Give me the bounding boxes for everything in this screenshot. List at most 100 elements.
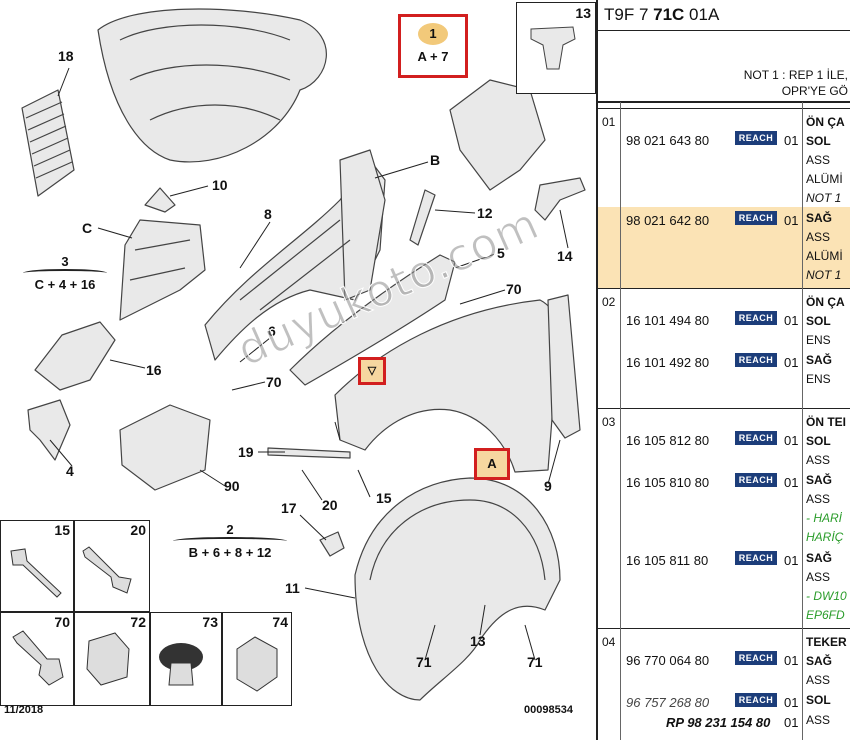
part-8-arm — [204, 159, 386, 361]
desc-line: ALÜMİ — [806, 249, 843, 263]
callout-a: A — [474, 448, 510, 480]
clip-icon — [530, 26, 576, 70]
nut-icon — [86, 632, 130, 686]
quantity: 01 — [784, 133, 799, 148]
hardware-grid: 15 20 70 72 73 74 — [0, 520, 292, 706]
callout-number: 1 — [418, 23, 448, 45]
part-label: 12 — [477, 205, 493, 221]
part-label: 71 — [527, 654, 543, 670]
hardware-15: 15 — [0, 520, 74, 612]
part-18-grille — [21, 89, 75, 197]
section-04: 04 96 770 064 80 REACH 01 TEKER SAĞ ASS … — [598, 628, 850, 740]
part-label: 13 — [470, 633, 486, 649]
desc-line: ENS — [806, 333, 831, 347]
brace — [23, 269, 107, 277]
hardware-74: 74 — [222, 612, 292, 706]
desc-line: ASS — [806, 570, 831, 584]
quantity: 01 — [784, 715, 799, 730]
group-formula: C + 4 + 16 — [34, 277, 96, 292]
part-12 — [409, 189, 436, 246]
reach-badge: REACH — [735, 311, 777, 325]
part-10 — [144, 187, 176, 213]
rivet-icon — [10, 548, 62, 598]
part-label: 16 — [146, 362, 162, 378]
hardware-number: 72 — [130, 614, 146, 630]
part-label: 15 — [376, 490, 392, 506]
desc-line: ASS — [806, 153, 831, 167]
quantity: 01 — [784, 355, 799, 370]
quantity: 01 — [784, 695, 799, 710]
part-inner-arch-top — [97, 8, 327, 163]
reach-badge: REACH — [735, 211, 777, 225]
section-03: 03 16 105 812 80 REACH 01 ÖN TEI SOL ASS… — [598, 408, 850, 629]
part-upper-bracket — [449, 79, 546, 191]
parts-diagram: 18 10 C 8 B 12 14 5 70 6 70 16 4 90 19 2… — [0, 2, 596, 716]
desc-line: - HARİ — [806, 511, 842, 525]
part-label: 70 — [506, 281, 522, 297]
group-3: 3 C + 4 + 16 — [20, 254, 110, 292]
clip-nut-icon — [236, 636, 278, 692]
part-14 — [534, 177, 586, 221]
description: SAĞ ENS — [806, 351, 832, 389]
quantity: 01 — [784, 653, 799, 668]
part-label: 90 — [224, 478, 240, 494]
hardware-number: 74 — [272, 614, 288, 630]
part-label: B — [430, 152, 441, 168]
part-number: 16 101 494 80 — [626, 313, 710, 328]
part-label: 10 — [212, 177, 228, 193]
part-4 — [27, 399, 71, 461]
washer-nut-icon — [159, 643, 203, 686]
desc-line: ASS — [806, 673, 831, 687]
part-label: 19 — [238, 444, 254, 460]
desc-line: SOL — [806, 434, 831, 448]
description: ÖN TEI SOL ASS — [806, 413, 846, 470]
part-number: 96 757 268 80 — [626, 695, 710, 710]
group-number: 3 — [61, 254, 69, 269]
part-label: 71 — [416, 654, 432, 670]
section-number: 04 — [602, 635, 616, 649]
description: SOL — [806, 691, 831, 710]
desc-title: ÖN ÇA — [806, 295, 845, 309]
part-number: 16 101 492 80 — [626, 355, 710, 370]
section-01: 01 98 021 643 80 REACH 01 ÖN ÇA SOL ASS … — [598, 108, 850, 289]
description: SAĞ ASS ALÜMİ NOT 1 — [806, 209, 843, 285]
desc-line: NOT 1 — [806, 191, 842, 205]
callout-1: 1 A + 7 — [398, 14, 468, 78]
part-number: 98 021 643 80 — [626, 133, 710, 148]
description: ASS — [806, 711, 830, 730]
part-9-trim — [547, 294, 581, 439]
column-divider — [620, 102, 621, 740]
note-area: NOT 1 : REP 1 İLE, OPR'YE GÖ — [598, 31, 850, 103]
part-label: 5 — [497, 245, 505, 261]
part-label: 20 — [322, 497, 338, 513]
group-number: 2 — [226, 522, 234, 537]
part-number: 96 770 064 80 — [626, 653, 710, 668]
desc-title: ÖN TEI — [806, 415, 847, 429]
desc-title: TEKER — [806, 635, 847, 649]
section-number: 01 — [602, 115, 616, 129]
hardware-72: 72 — [74, 612, 150, 706]
part-label: 9 — [544, 478, 552, 494]
part-label: 17 — [281, 500, 297, 516]
description: SAĞ ASS - DW10 EP6FD — [806, 549, 847, 625]
note-line-1: NOT 1 : REP 1 İLE, — [743, 68, 848, 82]
desc-line: SAĞ — [806, 551, 833, 565]
screw-icon — [82, 546, 132, 594]
desc-line: ASS — [806, 492, 831, 506]
desc-line: NOT 1 — [806, 268, 842, 282]
part-label: C — [82, 220, 93, 236]
desc-line: SOL — [806, 693, 831, 707]
part-b-rail — [339, 149, 386, 301]
hardware-number: 70 — [54, 614, 70, 630]
desc-line: SOL — [806, 314, 831, 328]
column-divider — [802, 102, 803, 740]
desc-line: SAĞ — [806, 473, 833, 487]
part-number: 16 105 812 80 — [626, 433, 710, 448]
brace — [173, 537, 287, 545]
part-label: 11 — [285, 580, 300, 596]
part-17 — [319, 531, 345, 557]
quantity: 01 — [784, 553, 799, 568]
quantity: 01 — [784, 213, 799, 228]
reach-badge: REACH — [735, 353, 777, 367]
part-c-support — [119, 219, 206, 321]
